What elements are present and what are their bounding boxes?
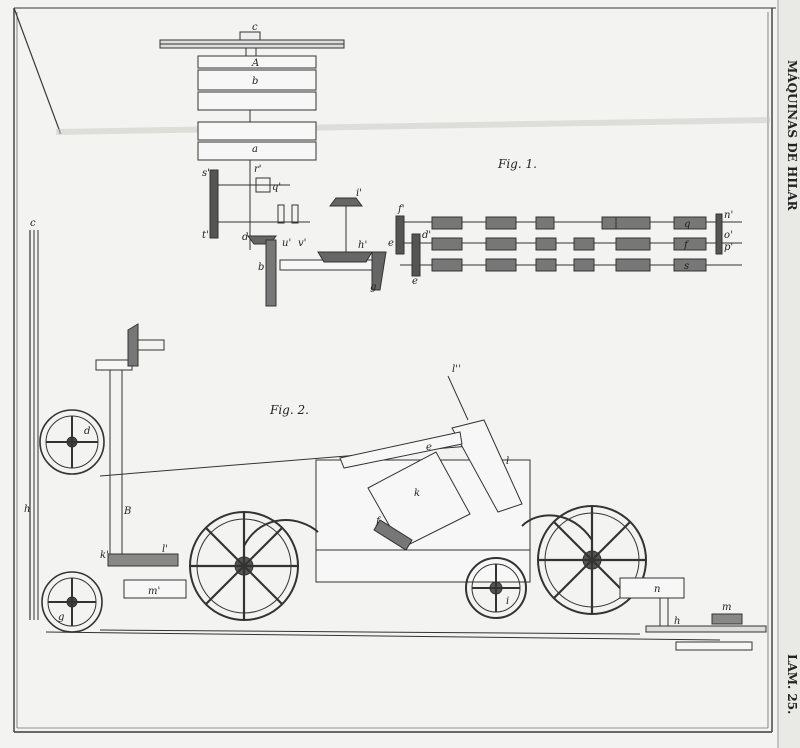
label-c: c xyxy=(252,22,258,33)
label-n-prime: n' xyxy=(724,210,733,221)
label-b-lower: b xyxy=(258,262,264,273)
label-h-left: h xyxy=(24,504,30,515)
label-a: a xyxy=(252,144,258,155)
label-v-prime: v' xyxy=(298,238,306,249)
label-m: m xyxy=(722,602,731,613)
label-l: l xyxy=(506,456,509,467)
label-f-prime: f' xyxy=(397,204,404,215)
label-A: A xyxy=(251,58,259,69)
label-s: s xyxy=(684,261,689,272)
label-h: h xyxy=(674,616,680,627)
label-r-prime: r' xyxy=(254,164,262,175)
label-e: e xyxy=(426,442,432,453)
label-d: d xyxy=(242,232,248,243)
figure-1-title: Fig. 1. xyxy=(497,157,537,171)
label-e-left: e xyxy=(388,238,394,249)
label-d: d xyxy=(84,426,90,437)
label-f: f xyxy=(683,240,690,251)
figure-2-labels: c d B h k' l' m' g l'' e l k f i n h m xyxy=(24,218,731,627)
side-title: MÁQUINAS DE HILAR xyxy=(785,60,800,212)
label-q: q xyxy=(684,219,690,230)
plate-number: LAM. 25. xyxy=(785,654,799,714)
label-h-prime: h' xyxy=(358,240,367,251)
figure-1 xyxy=(159,31,742,307)
label-f: f xyxy=(375,516,382,527)
label-B: B xyxy=(123,506,131,517)
label-c: c xyxy=(30,218,36,229)
label-g: g xyxy=(370,282,376,293)
label-e-lower: e xyxy=(412,276,418,287)
figure-1-labels: c A b a s' r' q' t' d u' v' i' h' b g f'… xyxy=(202,22,733,293)
label-g: g xyxy=(58,612,64,623)
label-b: b xyxy=(252,76,258,87)
plate-border xyxy=(13,7,776,733)
label-o-prime: o' xyxy=(724,230,733,241)
label-q-prime: q' xyxy=(272,182,281,193)
label-n: n xyxy=(654,584,660,595)
label-p-prime: p' xyxy=(724,242,733,253)
label-i-prime: i' xyxy=(356,188,362,199)
label-k-prime: k' xyxy=(100,550,109,561)
label-s-prime: s' xyxy=(202,168,210,179)
label-d-prime: d' xyxy=(422,230,431,241)
label-u-prime: u' xyxy=(282,238,291,249)
label-m-prime: m' xyxy=(148,586,160,597)
label-l-double: l'' xyxy=(452,364,461,375)
figure-2-title: Fig. 2. xyxy=(269,403,309,417)
label-k: k xyxy=(414,488,420,499)
label-l-prime: l' xyxy=(162,544,168,555)
label-i: i xyxy=(506,596,509,607)
figure-2 xyxy=(29,230,767,651)
label-t-prime: t' xyxy=(202,230,209,241)
